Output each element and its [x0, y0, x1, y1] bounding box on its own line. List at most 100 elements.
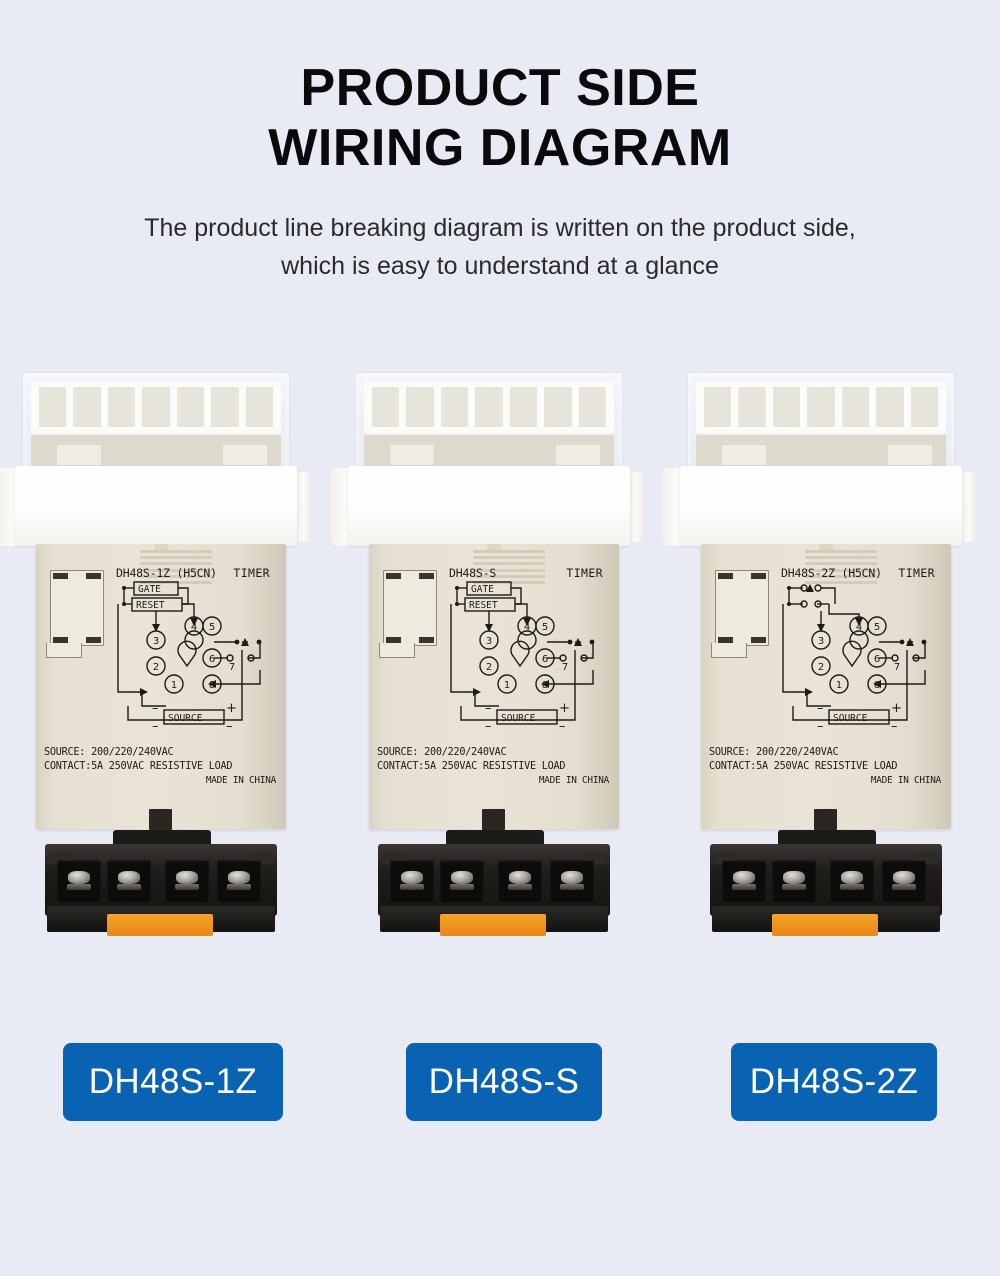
- svg-text:4: 4: [856, 622, 862, 633]
- screw-terminal: [107, 860, 151, 902]
- printed-model-label: DH48S-S: [449, 566, 497, 580]
- terminal-screw: [893, 871, 915, 884]
- terminal-screw: [118, 871, 140, 884]
- svg-text:8: 8: [542, 680, 548, 691]
- cover-rib: [704, 387, 732, 427]
- svg-text:4: 4: [524, 622, 530, 633]
- cover-rib: [142, 387, 170, 427]
- window-contact: [419, 637, 434, 643]
- screw-terminal: [550, 860, 594, 902]
- mounting-clip-right: [627, 472, 643, 542]
- screw-terminal: [390, 860, 434, 902]
- terminal-slot: [508, 884, 532, 890]
- front-bezel: [680, 466, 962, 546]
- screw-terminal: [165, 860, 209, 902]
- printed-source-spec: SOURCE: 200/220/240VAC: [44, 747, 174, 758]
- front-bezel: [15, 466, 297, 546]
- terminal-slot: [560, 884, 584, 890]
- vent-line: [473, 556, 545, 560]
- vent-line: [473, 574, 545, 578]
- model-button-dh48s-1z[interactable]: DH48S-1Z: [63, 1043, 283, 1121]
- wiring-schematic: 3 2 1 4 5 6 8 7 SOURCE – + – –: [782, 584, 927, 734]
- schematic-reset-label: RESET: [469, 600, 498, 611]
- cover-rib: [39, 387, 67, 427]
- svg-text:–: –: [559, 719, 566, 734]
- window-contact: [86, 637, 101, 643]
- schematic-gate-label: GATE: [471, 584, 494, 595]
- screw-terminal: [57, 860, 101, 902]
- window-contact: [53, 637, 68, 643]
- cover-rib-slots: [364, 381, 614, 433]
- cover-notch: [223, 445, 267, 465]
- svg-text:6: 6: [874, 654, 880, 665]
- svg-text:–: –: [485, 701, 492, 716]
- cover-rib: [440, 387, 469, 427]
- vent-line: [805, 562, 877, 566]
- window-contact: [419, 573, 434, 579]
- device-body-label: DH48S-2Z (H5CN) TIMER: [701, 544, 951, 830]
- socket-base: [378, 830, 610, 948]
- socket-housing: [710, 844, 942, 916]
- terminal-screw: [733, 871, 755, 884]
- svg-text:6: 6: [209, 654, 215, 665]
- cover-rib: [475, 387, 503, 427]
- socket-base: [45, 830, 277, 948]
- vent-line: [140, 574, 212, 578]
- screw-terminal: [440, 860, 484, 902]
- socket-window: [715, 570, 769, 646]
- terminal-screw: [841, 871, 863, 884]
- cover-rib: [372, 387, 400, 427]
- printed-source-spec: SOURCE: 200/220/240VAC: [377, 747, 507, 758]
- cover-rib: [772, 387, 801, 427]
- window-contact: [386, 637, 401, 643]
- cover-rib: [406, 387, 434, 427]
- terminal-screw: [176, 871, 198, 884]
- printed-origin: MADE IN CHINA: [538, 775, 609, 786]
- din-rail-clip: [440, 914, 546, 936]
- vent-line: [805, 580, 877, 584]
- printed-type-label: TIMER: [566, 566, 603, 580]
- socket-window-foot: [711, 643, 747, 658]
- vent-line: [805, 574, 877, 578]
- clear-cover: [355, 372, 623, 474]
- model-button-dh48s-2z[interactable]: DH48S-2Z: [731, 1043, 937, 1121]
- vent-line: [140, 562, 212, 566]
- printed-type-label: TIMER: [898, 566, 935, 580]
- terminal-slot: [892, 884, 916, 890]
- svg-text:7: 7: [562, 662, 568, 673]
- schematic-reset-label: RESET: [136, 600, 165, 611]
- svg-text:+: +: [891, 701, 902, 716]
- page-title-line-2: WIRING DIAGRAM: [268, 119, 732, 178]
- socket-base: [710, 830, 942, 948]
- cover-rib: [176, 387, 205, 427]
- cover-rib: [841, 387, 870, 427]
- svg-text:–: –: [152, 719, 159, 734]
- page-title-line-1: PRODUCT SIDE: [300, 59, 700, 117]
- svg-text:1: 1: [504, 680, 510, 691]
- screw-terminal: [772, 860, 816, 902]
- terminal-slot: [400, 884, 424, 890]
- svg-text:3: 3: [818, 636, 824, 647]
- page-subtitle-line-2: which is easy to understand at a glance: [281, 252, 719, 281]
- terminal-screw: [451, 871, 473, 884]
- printed-type-label: TIMER: [233, 566, 270, 580]
- cover-rib-slots: [696, 381, 946, 433]
- svg-text:–: –: [817, 719, 824, 734]
- svg-text:3: 3: [486, 636, 492, 647]
- cover-rib: [807, 387, 835, 427]
- clear-cover: [22, 372, 290, 474]
- screw-terminal: [882, 860, 926, 902]
- model-button-dh48s-s[interactable]: DH48S-S: [406, 1043, 602, 1121]
- svg-text:1: 1: [836, 680, 842, 691]
- vent-line: [473, 562, 545, 566]
- printed-origin: MADE IN CHINA: [205, 775, 276, 786]
- svg-text:8: 8: [874, 680, 880, 691]
- body-tab: [154, 544, 168, 551]
- cover-notch: [722, 445, 766, 465]
- cover-rib: [107, 387, 136, 427]
- vent-line: [805, 550, 877, 553]
- page-subtitle: The product line breaking diagram is wri…: [0, 209, 1000, 287]
- svg-text:2: 2: [486, 662, 492, 673]
- window-contact: [86, 573, 101, 579]
- socket-window: [50, 570, 104, 646]
